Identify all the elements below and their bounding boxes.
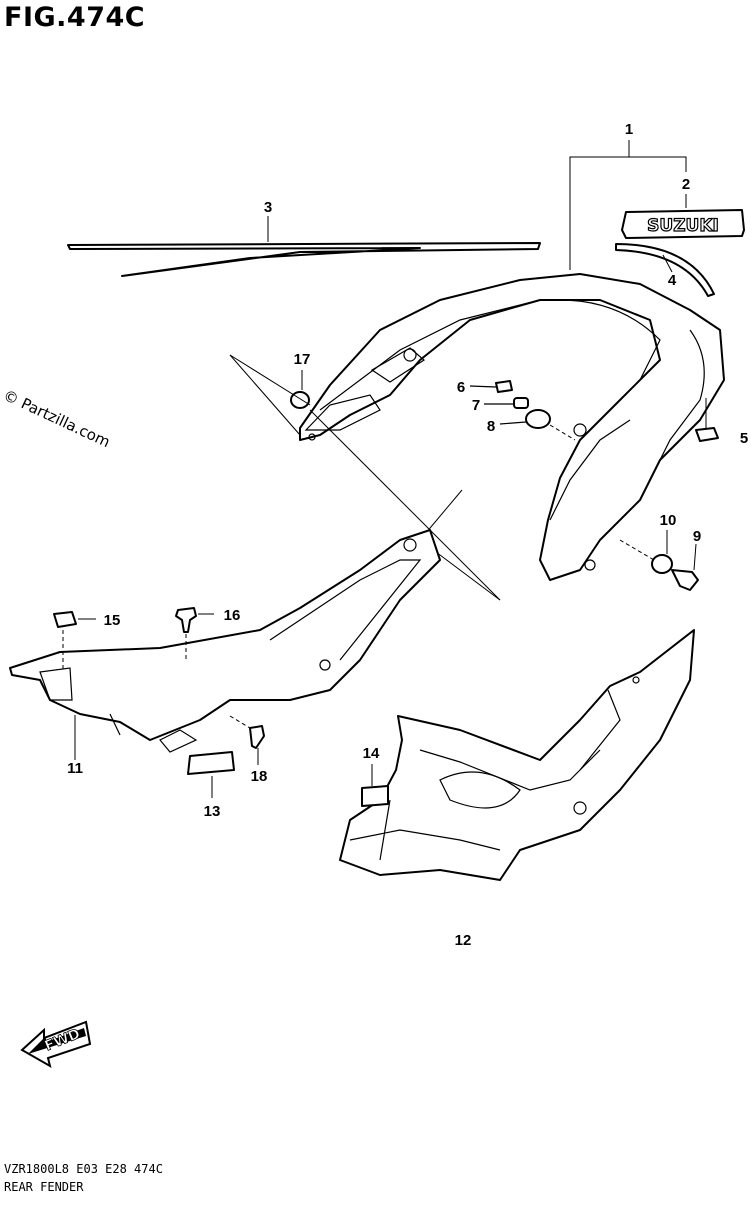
- part-17-grommet: [229, 354, 311, 436]
- callout-7: 7: [472, 397, 480, 414]
- part-10-grommet: [619, 530, 673, 574]
- model-code: VZR1800L8 E03 E28 474C: [4, 1162, 163, 1176]
- part-18-screw: [229, 715, 265, 765]
- callout-11: 11: [67, 760, 83, 777]
- emblem-text: SUZUKI: [647, 216, 719, 236]
- part-2-emblem: SUZUKI: [621, 194, 745, 239]
- callout-12: 12: [455, 932, 472, 949]
- callout-4: 4: [668, 272, 677, 289]
- fwd-arrow: FWD: [20, 1020, 92, 1069]
- callout-labels: 1 2 3 4 5 6 7 8 9 10 11 12 13 14 15 16 1…: [67, 121, 748, 949]
- callout-6: 6: [457, 379, 465, 396]
- part-12-side-cover: [339, 629, 695, 881]
- part-1-rear-cover: [299, 140, 725, 581]
- part-16-rivet: [175, 607, 214, 660]
- figure-title: FIG.474C: [4, 2, 146, 33]
- callout-16: 16: [224, 607, 241, 624]
- callout-2: 2: [682, 176, 690, 193]
- part-15-grommet: [53, 611, 96, 672]
- part-11-side-cover: [9, 529, 441, 760]
- part-5-clip-nut: [695, 398, 719, 442]
- part-13-pad: [187, 751, 235, 798]
- part-8-cushion: [499, 409, 576, 441]
- callout-10: 10: [660, 512, 677, 529]
- callout-1: 1: [625, 121, 633, 138]
- callout-9: 9: [693, 528, 701, 545]
- callout-13: 13: [204, 803, 221, 820]
- callout-5: 5: [740, 430, 748, 447]
- part-14-pad: [361, 764, 389, 807]
- callout-3: 3: [264, 199, 272, 216]
- callout-15: 15: [104, 612, 121, 629]
- part-9-bolt: [671, 543, 699, 591]
- callout-8: 8: [487, 418, 495, 435]
- part-6-bolt: [469, 380, 513, 393]
- section-name: REAR FENDER: [4, 1180, 84, 1194]
- part-4-curved-stripe: [615, 243, 715, 297]
- callout-17: 17: [294, 351, 311, 368]
- callout-14: 14: [363, 745, 380, 762]
- part-7-spacer: [484, 397, 529, 409]
- callout-18: 18: [251, 768, 268, 785]
- part-3-stripe: [67, 216, 541, 277]
